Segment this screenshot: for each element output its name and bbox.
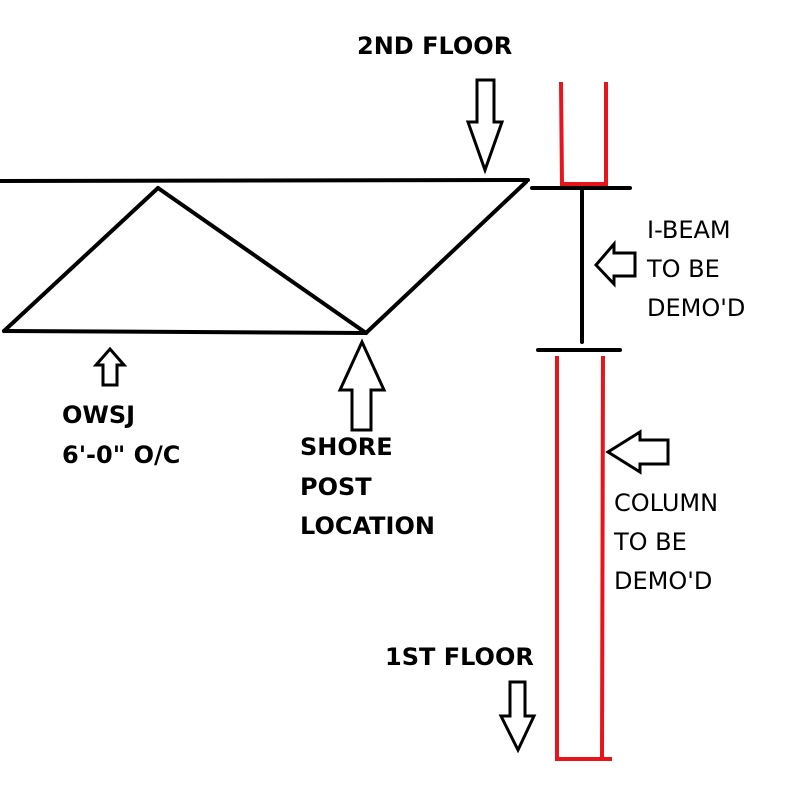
label-column-line2: TO BE (613, 528, 687, 556)
label-owsj-line2: 6'-0" O/C (62, 441, 180, 469)
label-1st-floor: 1ST FLOOR (385, 643, 534, 671)
truss-web-right (364, 180, 528, 335)
owsj-truss (0, 178, 530, 335)
label-ibeam-line2: TO BE (646, 255, 720, 283)
label-column-line3: DEMO'D (614, 567, 712, 595)
arrow-left-i-beam-icon (593, 239, 637, 288)
truss-top-chord (0, 178, 530, 183)
arrow-up-shore-post-icon (337, 338, 387, 432)
label-2nd-floor: 2ND FLOOR (357, 32, 512, 60)
i-beam (530, 186, 632, 352)
label-column-line1: COLUMN (614, 489, 718, 517)
lower-column (555, 355, 605, 761)
label-ibeam-line3: DEMO'D (647, 294, 745, 322)
upper-column (559, 81, 608, 186)
truss-web-center (156, 186, 368, 335)
column (555, 81, 612, 761)
label-owsj-line1: OWSJ (62, 401, 135, 429)
label-shore-line1: SHORE (300, 433, 393, 461)
arrow-up-owsj-icon (92, 346, 128, 387)
arrow-down-2nd-floor-icon (465, 78, 505, 175)
arrow-down-1st-floor-icon (498, 680, 537, 754)
label-ibeam-line1: I-BEAM (647, 216, 731, 244)
truss-bottom-chord (2, 329, 368, 335)
arrow-left-column-icon (605, 429, 670, 475)
truss-web-left (2, 186, 160, 333)
label-shore-line3: LOCATION (300, 512, 435, 540)
label-shore-line2: POST (300, 473, 372, 501)
